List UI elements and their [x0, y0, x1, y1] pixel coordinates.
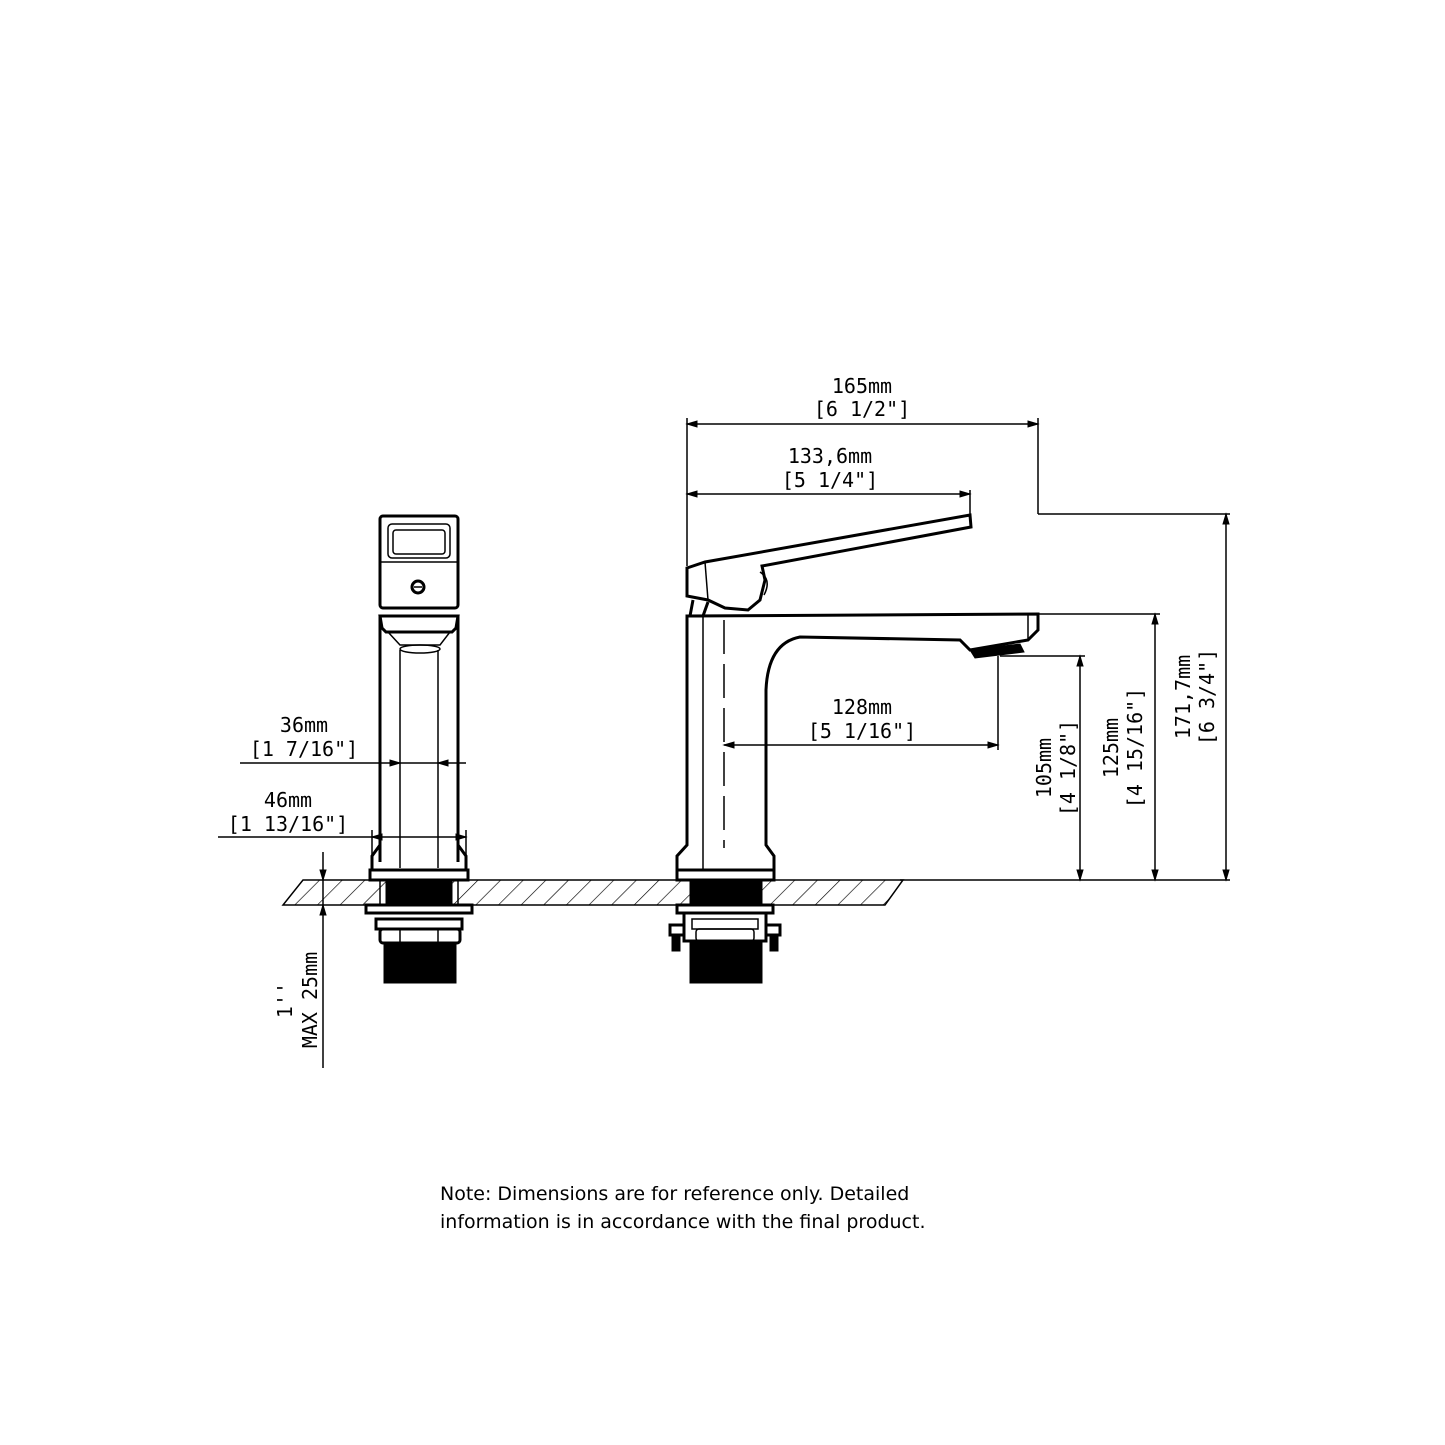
base-width-inch: [1 13/16"]	[228, 812, 348, 836]
spout-height-inch: [4 15/16"]	[1123, 688, 1147, 808]
note-line-2: information is in accordance with the fi…	[440, 1211, 926, 1233]
spout-reach-mm: 128mm	[832, 695, 892, 719]
deck-thickness-mm: MAX 25mm	[298, 952, 322, 1048]
total-height-mm: 171,7mm	[1171, 655, 1195, 739]
total-height-inch: [6 3/4"]	[1195, 649, 1219, 745]
countertop-section	[281, 879, 905, 906]
faucet-side-view	[668, 513, 1040, 984]
deck-thickness-inch: 1''	[273, 982, 297, 1018]
base-width-mm: 46mm	[264, 788, 312, 812]
total-length-inch: [6 1/2"]	[814, 397, 910, 421]
outlet-height-inch: [4 1/8"]	[1056, 720, 1080, 816]
reference-note: Note: Dimensions are for reference only.…	[440, 1180, 1060, 1236]
spout-reach-inch: [5 1/16"]	[808, 719, 916, 743]
note-line-1: Note: Dimensions are for reference only.…	[440, 1183, 910, 1205]
body-width-mm: 36mm	[280, 713, 328, 737]
total-length-mm: 165mm	[832, 374, 892, 398]
outlet-height-mm: 105mm	[1032, 738, 1056, 798]
faucet-front-view	[364, 514, 474, 984]
body-width-inch: [1 7/16"]	[250, 737, 358, 761]
dimension-lines	[218, 418, 1230, 1068]
handle-length-inch: [5 1/4"]	[782, 468, 878, 492]
spout-height-mm: 125mm	[1099, 718, 1123, 778]
handle-length-mm: 133,6mm	[788, 444, 872, 468]
dimension-labels: 165mm [6 1/2"] 133,6mm [5 1/4"] 128mm [5…	[228, 374, 1219, 1048]
